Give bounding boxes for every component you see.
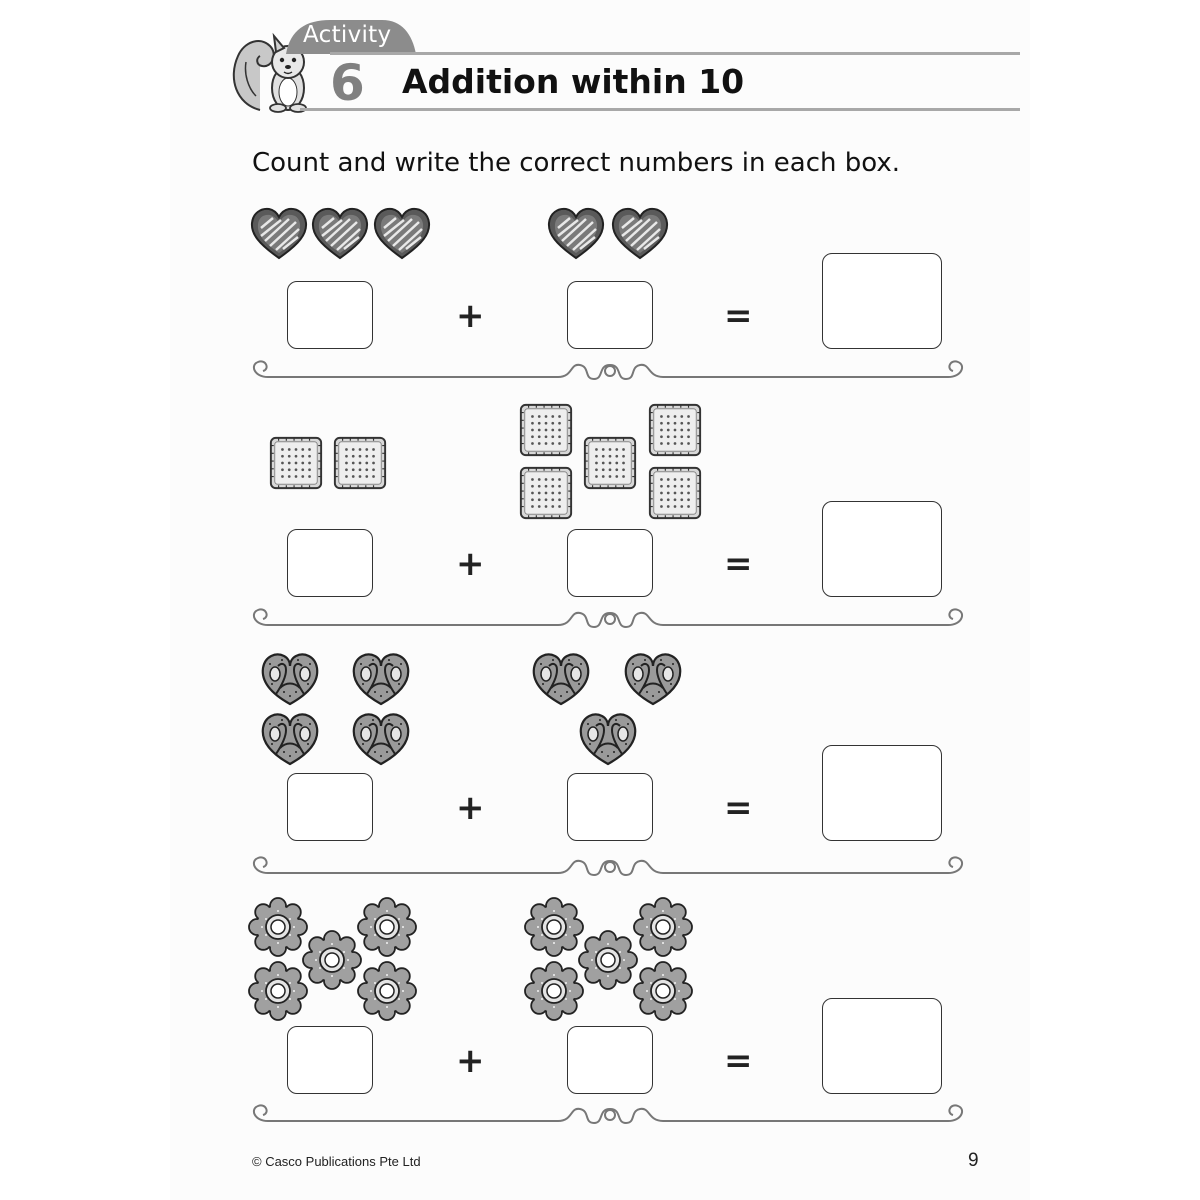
addend-box-1[interactable] [287,529,373,597]
page-title: Addition within 10 [402,62,745,101]
pretzel-icon [258,708,322,768]
flower-cookie-icon [357,897,417,957]
addend-box-2[interactable] [567,281,653,349]
addend-box-1[interactable] [287,281,373,349]
header-rule-top [330,52,1020,55]
equals-sign: = [724,544,753,584]
flower-cookie-icon [248,897,308,957]
heart-cookie-icon [310,206,370,262]
ornamental-divider [248,1103,973,1129]
plus-sign: + [456,788,485,828]
flower-cookie-icon [524,897,584,957]
pretzel-icon [349,648,413,708]
square-biscuit-icon [517,464,575,522]
flower-cookie-icon [524,961,584,1021]
square-biscuit-icon [267,434,325,492]
addend-box-1[interactable] [287,1026,373,1094]
copyright-text: © Casco Publications Pte Ltd [252,1154,421,1169]
sum-box[interactable] [822,745,942,841]
pretzel-icon [576,708,640,768]
flower-cookie-icon [633,897,693,957]
activity-number: 6 [330,54,365,112]
flower-cookie-icon [633,961,693,1021]
heart-cookie-icon [249,206,309,262]
flower-cookie-icon [357,961,417,1021]
plus-sign: + [456,296,485,336]
ornamental-divider [248,359,973,385]
flower-cookie-icon [248,961,308,1021]
square-biscuit-icon [646,401,704,459]
ornamental-divider [248,855,973,881]
sum-box[interactable] [822,501,942,597]
equals-sign: = [724,296,753,336]
heart-cookie-icon [546,206,606,262]
flower-cookie-icon [578,930,638,990]
plus-sign: + [456,1041,485,1081]
sum-box[interactable] [822,998,942,1094]
pretzel-icon [258,648,322,708]
square-biscuit-icon [517,401,575,459]
heart-cookie-icon [610,206,670,262]
page-number: 9 [968,1150,979,1171]
addend-box-2[interactable] [567,1026,653,1094]
addend-box-2[interactable] [567,773,653,841]
flower-cookie-icon [302,930,362,990]
addend-box-1[interactable] [287,773,373,841]
instruction-text: Count and write the correct numbers in e… [252,148,901,178]
pretzel-icon [529,648,593,708]
square-biscuit-icon [646,464,704,522]
squirrel-mascot-icon [232,32,307,113]
heart-cookie-icon [372,206,432,262]
plus-sign: + [456,544,485,584]
square-biscuit-icon [581,434,639,492]
pretzel-icon [621,648,685,708]
activity-label: Activity [303,22,392,48]
square-biscuit-icon [331,434,389,492]
pretzel-icon [349,708,413,768]
activity-tab [286,20,416,54]
addend-box-2[interactable] [567,529,653,597]
sum-box[interactable] [822,253,942,349]
equals-sign: = [724,788,753,828]
equals-sign: = [724,1041,753,1081]
header-rule-bottom [300,108,1020,111]
ornamental-divider [248,607,973,633]
